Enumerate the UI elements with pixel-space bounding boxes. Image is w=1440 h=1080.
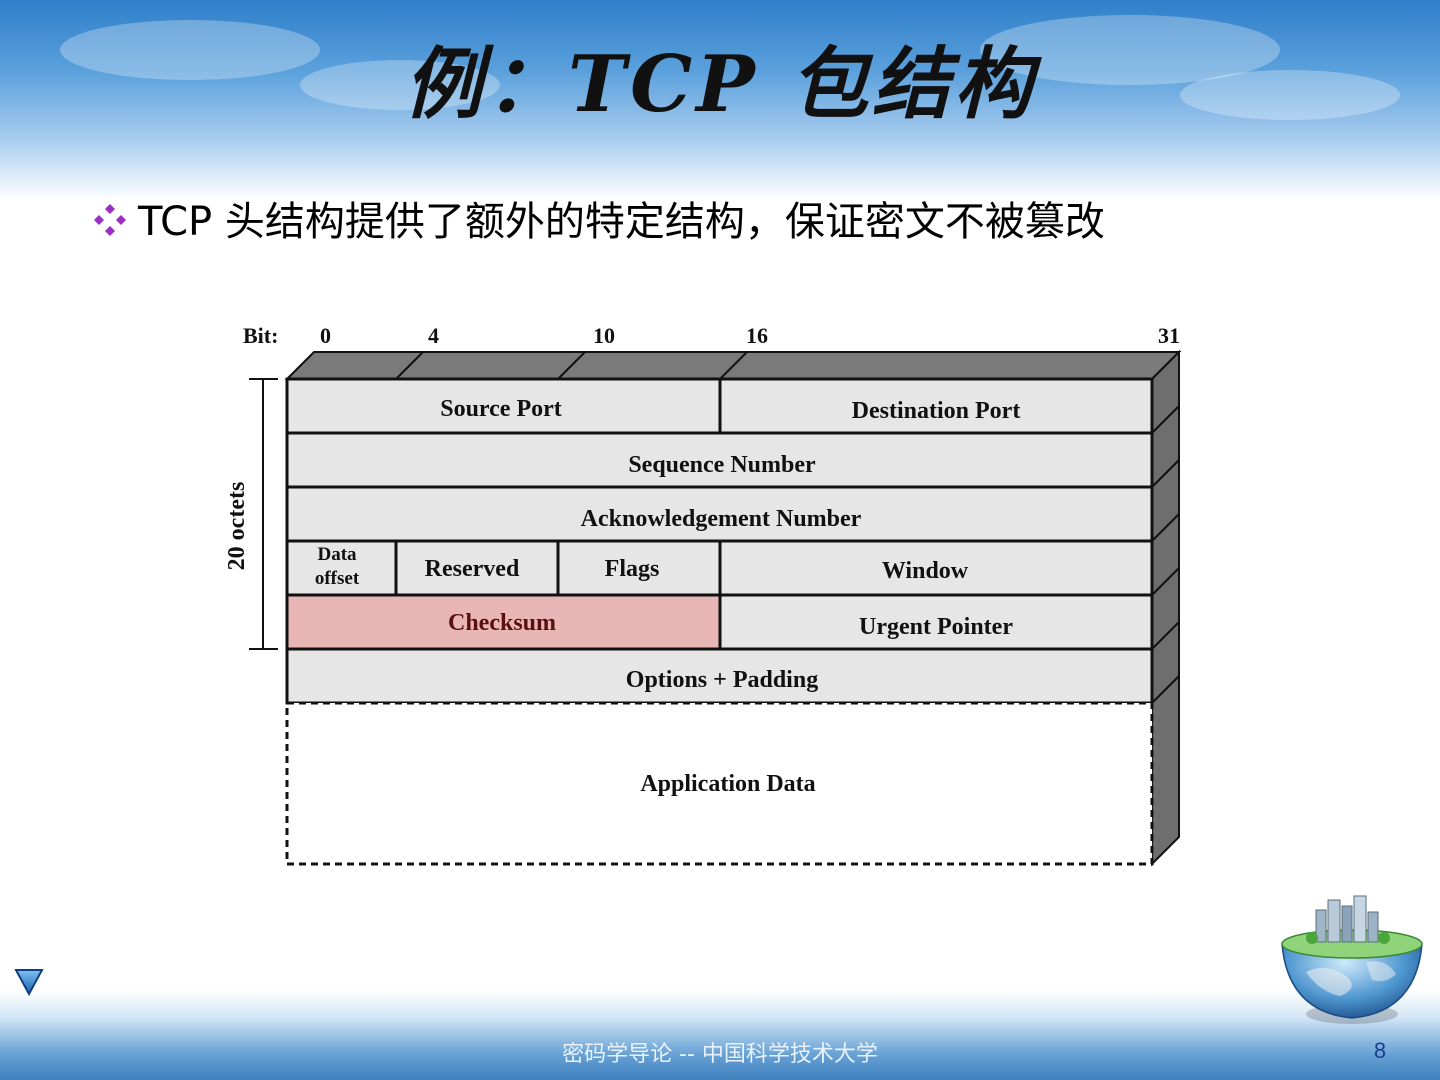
bit-tick-10: 10 bbox=[593, 323, 615, 348]
slide-title: 例：TCP 包结构 bbox=[404, 39, 1036, 130]
field-source-port bbox=[285, 377, 722, 435]
triangle-down-icon[interactable] bbox=[14, 968, 44, 997]
bullet-text: TCP 头结构提供了额外的特定结构，保证密文不被篡改 bbox=[138, 199, 1105, 245]
bit-tick-4: 4 bbox=[428, 323, 439, 348]
bit-tick-0: 0 bbox=[320, 323, 331, 348]
tcp-header-diagram: Bit: 0 4 10 16 31 Source Port Destinatio… bbox=[224, 323, 1182, 867]
octets-label: 20 octets bbox=[224, 482, 250, 571]
footer-background bbox=[0, 990, 1440, 1080]
label-offset: offset bbox=[315, 568, 360, 589]
header-background bbox=[0, 0, 1440, 200]
label-application-data: Application Data bbox=[640, 771, 815, 797]
footer-text: 密码学导论 -- 中国科学技术大学 bbox=[562, 1042, 878, 1067]
octets-bracket bbox=[249, 378, 278, 650]
field-ack-number bbox=[285, 485, 1154, 543]
label-destination-port: Destination Port bbox=[852, 398, 1021, 424]
diamond-bullet-icon bbox=[90, 198, 130, 238]
label-urgent-pointer: Urgent Pointer bbox=[859, 614, 1013, 640]
label-data: Data bbox=[317, 544, 357, 565]
page-number: 8 bbox=[1373, 1038, 1387, 1063]
bit-label: Bit: bbox=[243, 323, 278, 348]
field-application-data bbox=[285, 701, 1154, 866]
label-source-port: Source Port bbox=[440, 396, 562, 422]
globe-city-icon bbox=[1276, 892, 1428, 1032]
field-window bbox=[718, 539, 1154, 597]
label-sequence-number: Sequence Number bbox=[628, 452, 816, 478]
field-sequence-number bbox=[285, 431, 1154, 489]
bullet-item: TCP 头结构提供了额外的特定结构，保证密文不被篡改 bbox=[90, 190, 1105, 246]
label-options-padding: Options + Padding bbox=[626, 667, 818, 693]
bit-tick-16: 16 bbox=[746, 323, 768, 348]
field-options-padding bbox=[285, 647, 1154, 705]
field-checksum bbox=[285, 593, 722, 651]
label-reserved: Reserved bbox=[425, 556, 520, 582]
bit-tick-31: 31 bbox=[1158, 323, 1180, 348]
field-flags bbox=[556, 539, 722, 597]
label-window: Window bbox=[882, 558, 969, 584]
field-reserved bbox=[394, 539, 560, 597]
label-checksum: Checksum bbox=[448, 610, 556, 636]
label-flags: Flags bbox=[605, 556, 660, 582]
field-data-offset bbox=[285, 539, 398, 597]
field-urgent-pointer bbox=[718, 593, 1154, 651]
label-ack-number: Acknowledgement Number bbox=[581, 506, 862, 532]
